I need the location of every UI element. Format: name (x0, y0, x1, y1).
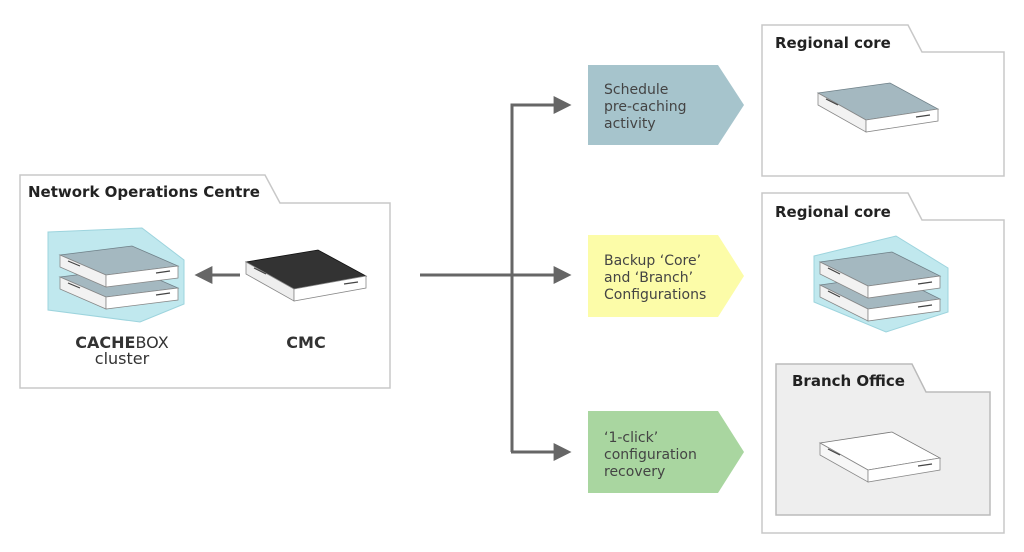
step-schedule: Schedule pre-caching activity (588, 65, 744, 145)
noc-title: Network Operations Centre (28, 183, 260, 201)
cachebox-label: CACHEBOX (75, 333, 168, 352)
core2-device-upper (818, 251, 942, 299)
step-recovery-line-3: recovery (604, 464, 665, 480)
cluster-device-upper (58, 245, 180, 288)
branch-office-device-icon (818, 431, 942, 483)
step-backup-shape (588, 235, 744, 317)
step-backup-line-1: Backup ‘Core’ (604, 253, 701, 269)
step-recovery: ‘1-click’ configuration recovery (588, 411, 744, 493)
step-backup-line-3: Configurations (604, 287, 706, 303)
regional-core-2-cluster-icon (813, 235, 949, 333)
cluster-label: cluster (95, 349, 150, 368)
step-recovery-line-2: configuration (604, 447, 697, 463)
step-schedule-shape (588, 65, 744, 145)
branch-office-title: Branch Office (792, 372, 905, 390)
regional-core-2-title: Regional core (775, 203, 891, 221)
step-schedule-line-3: activity (604, 116, 656, 132)
step-schedule-line-1: Schedule (604, 82, 668, 98)
regional-core-1-title: Regional core (775, 34, 891, 52)
cmc-device-icon (244, 249, 368, 302)
regional-core-1-device-icon (816, 82, 940, 133)
cmc-label: CMC (286, 333, 325, 352)
cachebox-cluster-icon (47, 227, 185, 323)
step-backup-line-2: and ‘Branch’ (604, 270, 693, 286)
step-recovery-shape (588, 411, 744, 493)
step-recovery-line-1: ‘1-click’ (604, 430, 658, 446)
step-backup: Backup ‘Core’ and ‘Branch’ Configuration… (588, 235, 744, 317)
connector-arrows (420, 96, 572, 461)
step-schedule-line-2: pre-caching (604, 99, 687, 115)
